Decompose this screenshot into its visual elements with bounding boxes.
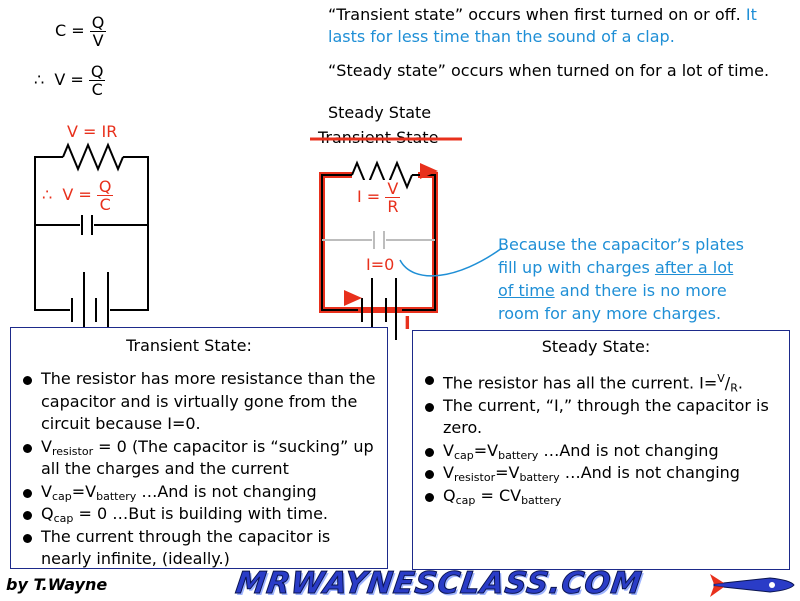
list-item: Qcap = CVbattery <box>419 485 783 508</box>
capacitor-callout: Because the capacitor’s plates fill up w… <box>498 235 744 323</box>
label-current-i: I <box>404 313 411 334</box>
list-item: Vcap=Vbattery …And is not changing <box>17 481 381 504</box>
battery-icon <box>71 272 109 330</box>
list-item: The resistor has all the current. I=V/R. <box>419 368 783 395</box>
site-logo[interactable]: MRWAYNESCLASS.COM <box>233 566 645 601</box>
list-item: Vresistor = 0 (The capacitor is “sucking… <box>17 436 381 481</box>
list-item: The current through the capacitor is nea… <box>17 526 381 571</box>
label-i-zero: I=0 <box>366 255 395 274</box>
list-item: The resistor has more resistance than th… <box>17 368 381 436</box>
list-item: Vresistor=Vbattery …And is not changing <box>419 462 783 485</box>
list-item: Vcap=Vbattery …And is not changing <box>419 440 783 463</box>
label-vir: V = IR <box>67 122 118 141</box>
arrow-icon <box>344 290 362 306</box>
list-item: The current, “I,” through the capacitor … <box>419 395 783 440</box>
callout-connector <box>399 247 503 277</box>
author-credit: by T.Wayne <box>6 575 108 594</box>
resistor-icon <box>351 160 413 190</box>
resistor-icon <box>62 142 124 172</box>
transient-box-title: Transient State: <box>126 336 252 355</box>
transient-description: “Transient state” occurs when first turn… <box>328 5 757 46</box>
steady-description: “Steady state” occurs when turned on for… <box>328 61 770 80</box>
steady-state-box: Steady State: The resistor has all the c… <box>412 330 790 570</box>
transient-state-box: Transient State: The resistor has more r… <box>10 327 388 569</box>
rocket-icon <box>710 574 795 597</box>
steady-state-title: Steady State <box>328 103 432 122</box>
left-circuit <box>34 142 149 330</box>
steady-box-title: Steady State: <box>541 337 651 356</box>
arrow-icon <box>420 163 438 179</box>
capacitor-icon <box>322 231 435 249</box>
right-circuit <box>310 137 462 340</box>
list-item: Qcap = 0 …But is building with time. <box>17 503 381 526</box>
